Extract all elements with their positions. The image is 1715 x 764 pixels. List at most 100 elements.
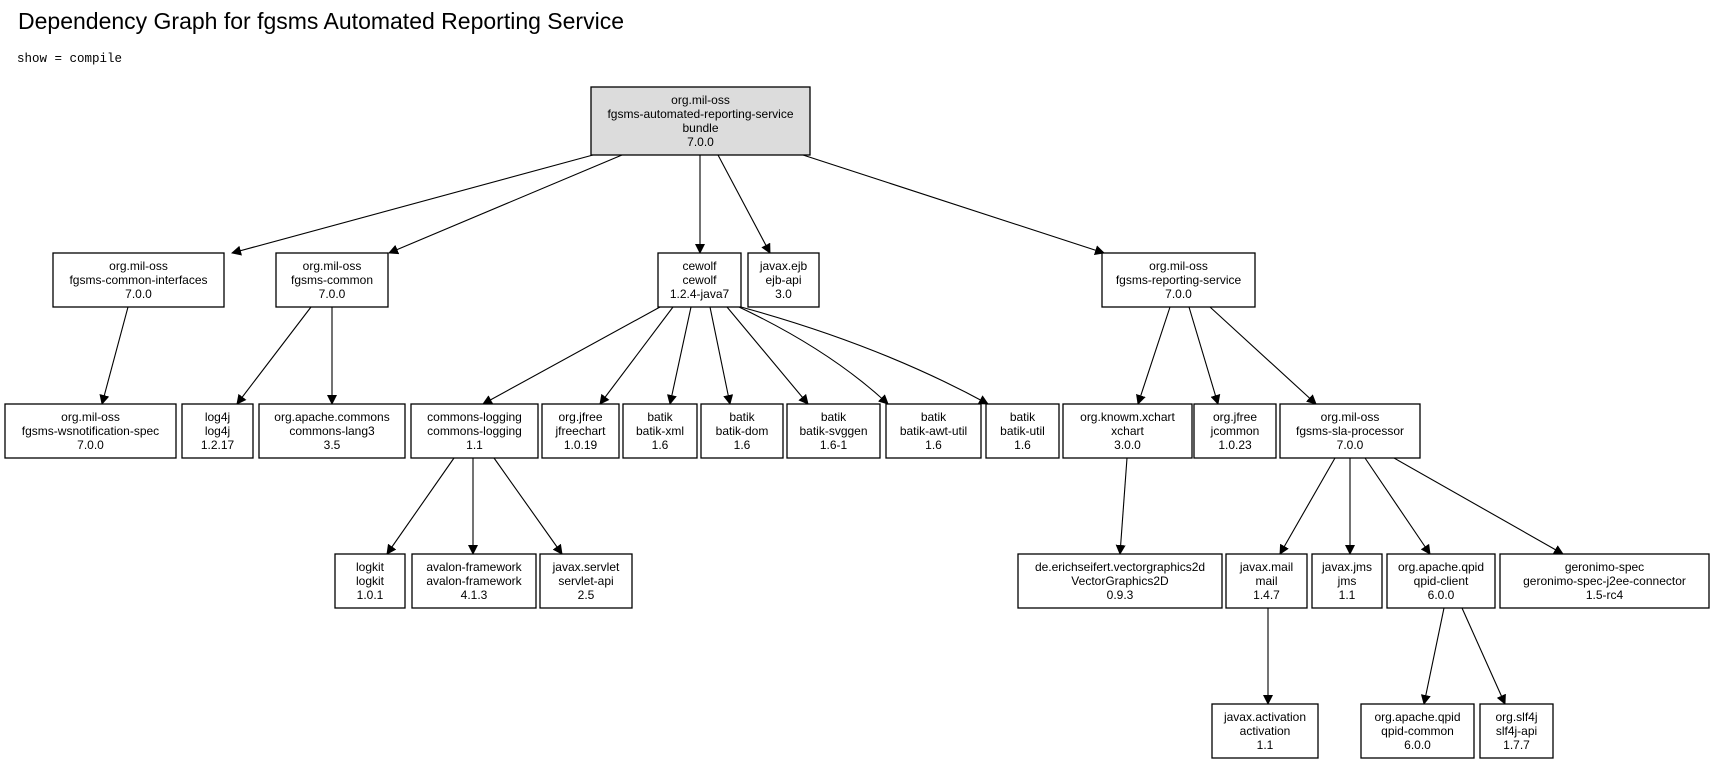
node-vectorgraphics2d: de.erichseifert.vectorgraphics2dVectorGr… xyxy=(1017,553,1223,609)
node-label-line: 1.6 xyxy=(652,438,669,452)
edge-cewolf-to-batik-awt-util xyxy=(738,306,889,405)
node-label-line: 7.0.0 xyxy=(319,287,346,301)
node-label-line: 7.0.0 xyxy=(1165,287,1192,301)
edge-cewolf-to-commons-logging xyxy=(482,306,661,405)
node-label-line: 3.0.0 xyxy=(1114,438,1141,452)
node-label-line: 1.6-1 xyxy=(820,438,848,452)
node-box xyxy=(1017,553,1223,609)
node-label-line: 0.9.3 xyxy=(1107,588,1134,602)
node-label-line: org.mil-oss xyxy=(671,93,730,107)
edge-reporting-service-to-sla-processor xyxy=(1209,306,1317,405)
edge-root-to-common-interfaces xyxy=(231,154,594,256)
node-label-line: batik-util xyxy=(1000,424,1045,438)
node-label-line: org.mil-oss xyxy=(1149,259,1208,273)
node-label-line: 7.0.0 xyxy=(1337,438,1364,452)
node-box xyxy=(4,403,177,459)
node-box xyxy=(657,252,742,308)
node-label-line: ejb-api xyxy=(765,273,801,287)
edge-reporting-service-to-jcommon xyxy=(1188,306,1221,405)
node-label-line: 3.0 xyxy=(775,287,792,301)
edge-common-interfaces-to-wsnotification-spec xyxy=(99,306,129,405)
node-label-line: fgsms-reporting-service xyxy=(1116,273,1242,287)
node-box xyxy=(786,403,881,459)
edge-cewolf-to-batik-util xyxy=(740,306,989,405)
node-box xyxy=(258,403,406,459)
node-box xyxy=(1225,553,1308,609)
node-label-line: 3.5 xyxy=(324,438,341,452)
node-label-line: batik xyxy=(921,410,947,424)
node-label-line: 6.0.0 xyxy=(1404,738,1431,752)
edge-common-to-log4j xyxy=(236,306,312,405)
node-label-line: commons-logging xyxy=(427,410,522,424)
node-label-line: 6.0.0 xyxy=(1428,588,1455,602)
node-label-line: logkit xyxy=(356,560,385,574)
node-box xyxy=(181,403,254,459)
node-label-line: javax.ejb xyxy=(759,259,808,273)
node-label-line: jfreechart xyxy=(554,424,606,438)
graph-subtitle: show = compile xyxy=(17,52,123,66)
node-label-line: fgsms-wsnotification-spec xyxy=(22,424,159,438)
node-label-line: fgsms-automated-reporting-service xyxy=(607,107,793,121)
node-box xyxy=(885,403,982,459)
node-label-line: org.apache.commons xyxy=(274,410,389,424)
graph-title: Dependency Graph for fgsms Automated Rep… xyxy=(18,8,624,34)
node-label-line: 1.7.7 xyxy=(1503,738,1530,752)
edge-cewolf-to-batik-xml xyxy=(667,306,692,405)
node-label-line: avalon-framework xyxy=(426,574,522,588)
node-label-line: 1.4.7 xyxy=(1253,588,1280,602)
node-label-line: org.mil-oss xyxy=(1321,410,1380,424)
node-box xyxy=(334,553,406,609)
edge-commons-logging-to-logkit xyxy=(386,457,455,555)
nodes-layer: org.mil-ossfgsms-automated-reporting-ser… xyxy=(4,86,1710,759)
node-label-line: qpid-common xyxy=(1381,724,1454,738)
node-label-line: 7.0.0 xyxy=(125,287,152,301)
node-label-line: batik xyxy=(647,410,673,424)
node-label-line: javax.mail xyxy=(1239,560,1293,574)
node-label-line: org.mil-oss xyxy=(61,410,120,424)
node-box xyxy=(985,403,1060,459)
node-label-line: javax.jms xyxy=(1321,560,1372,574)
node-label-line: 1.0.23 xyxy=(1218,438,1252,452)
edge-sla-processor-to-j2ee-connector xyxy=(1393,457,1564,555)
node-label-line: 1.2.17 xyxy=(201,438,235,452)
node-label-line: 1.2.4-java7 xyxy=(670,287,730,301)
node-label-line: geronimo-spec xyxy=(1565,560,1644,574)
node-label-line: activation xyxy=(1240,724,1291,738)
node-label-line: qpid-client xyxy=(1414,574,1469,588)
node-label-line: VectorGraphics2D xyxy=(1071,574,1169,588)
node-box xyxy=(1279,403,1421,459)
edge-root-to-common xyxy=(388,154,623,255)
node-box xyxy=(747,252,820,308)
node-label-line: 1.0.1 xyxy=(357,588,384,602)
node-box xyxy=(52,252,225,308)
edge-qpid-client-to-qpid-common xyxy=(1420,607,1445,705)
node-box xyxy=(275,252,389,308)
node-label-line: javax.servlet xyxy=(552,560,620,574)
node-label-line: commons-logging xyxy=(427,424,522,438)
node-box xyxy=(590,86,811,156)
node-box xyxy=(539,553,633,609)
edge-cewolf-to-jfreechart xyxy=(599,306,674,405)
node-label-line: slf4j-api xyxy=(1496,724,1537,738)
node-label-line: avalon-framework xyxy=(426,560,522,574)
edge-sla-processor-to-mail xyxy=(1279,457,1336,555)
node-label-line: org.mil-oss xyxy=(303,259,362,273)
node-label-line: org.jfree xyxy=(1213,410,1257,424)
edge-cewolf-to-batik-svggen xyxy=(726,306,809,405)
node-box xyxy=(1211,703,1319,759)
